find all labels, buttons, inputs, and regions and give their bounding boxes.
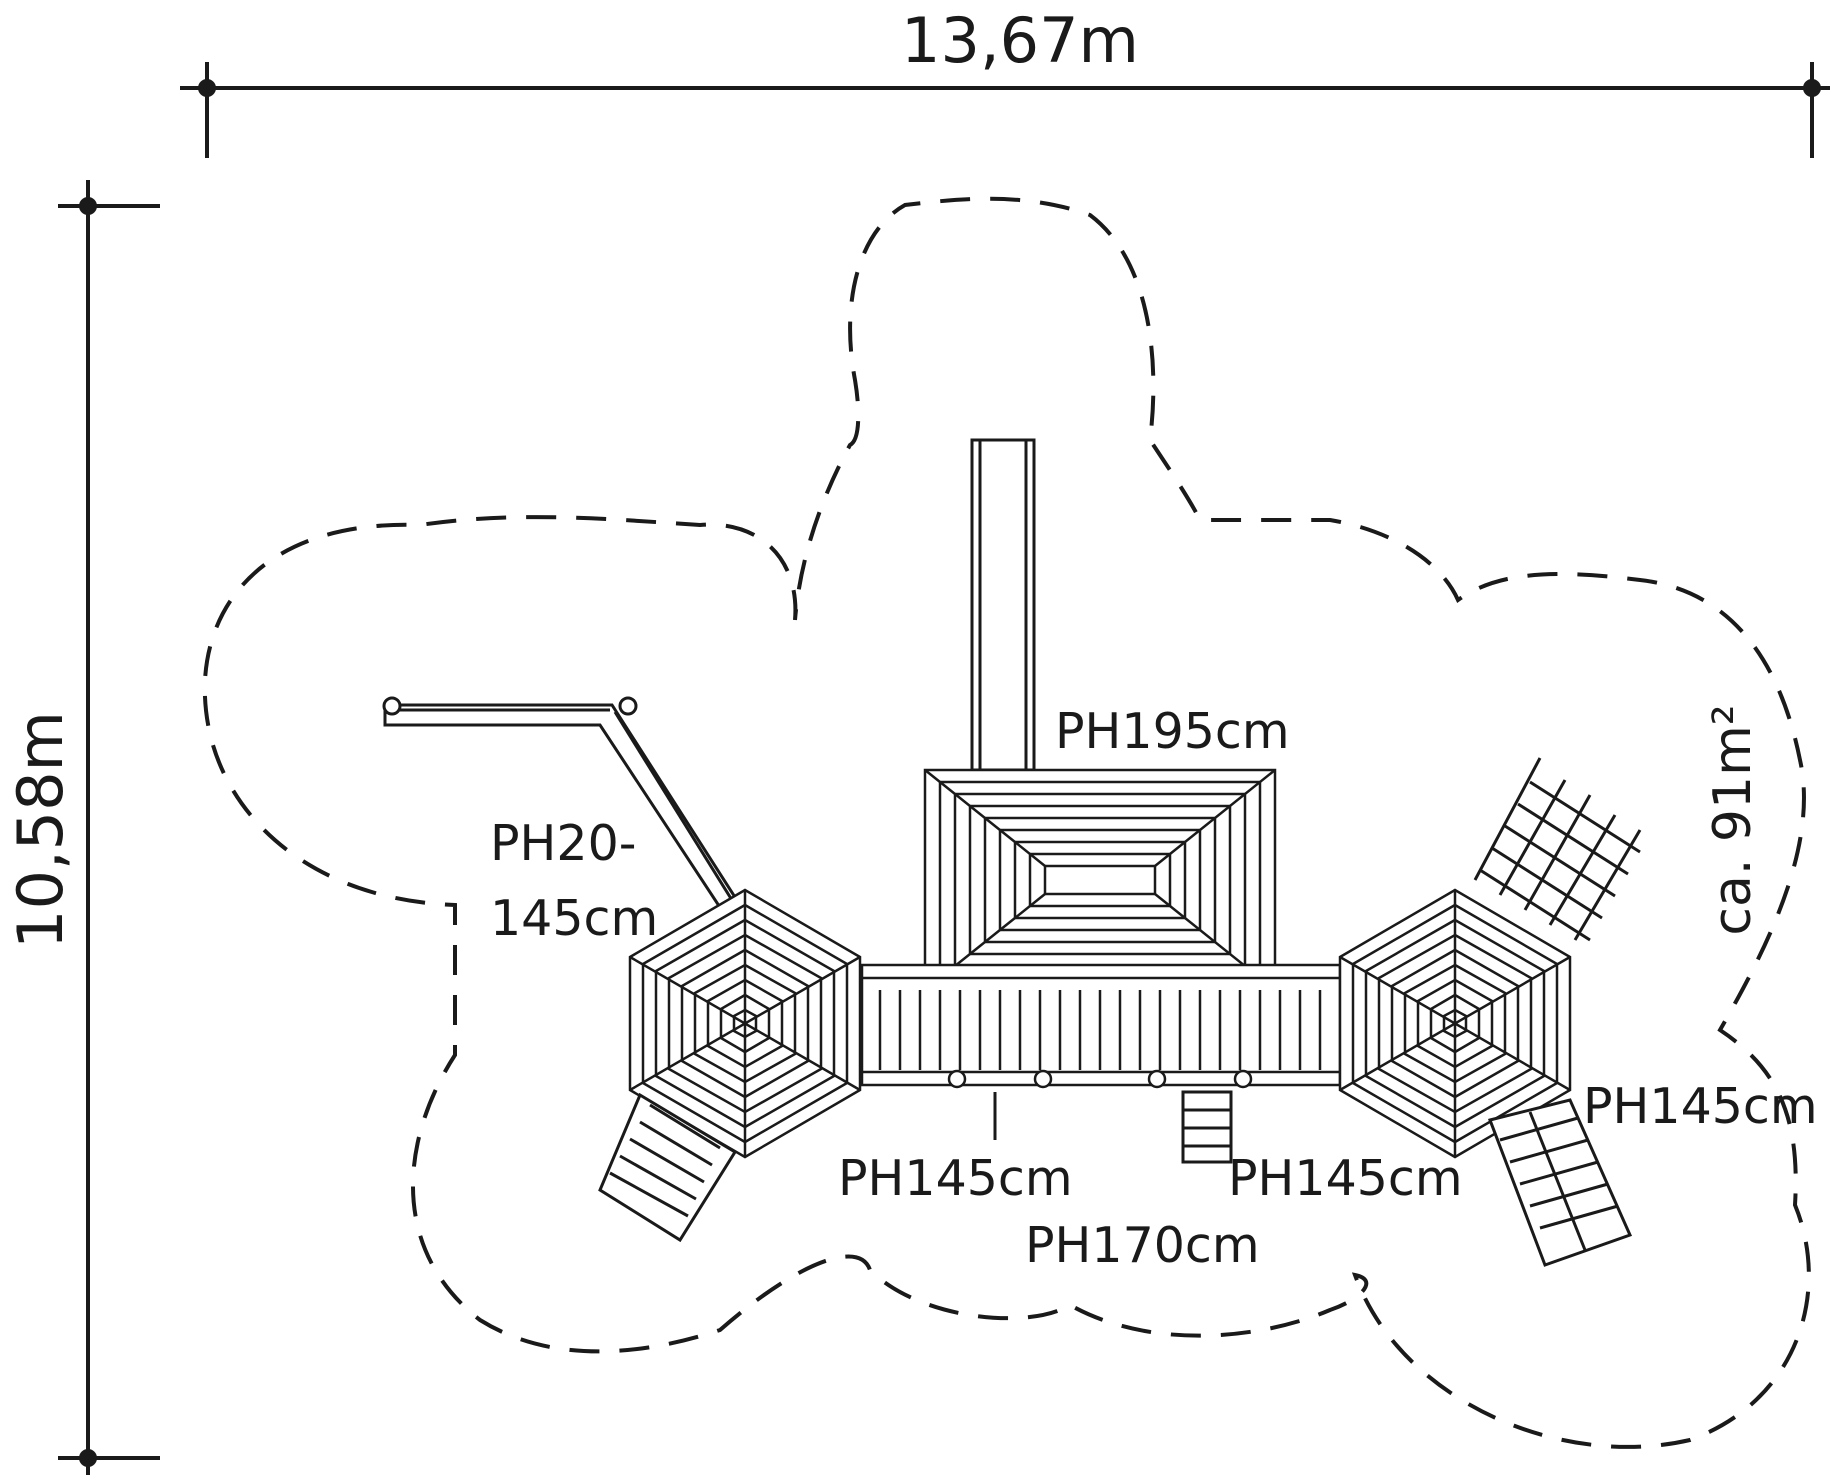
label-top-center-ph: PH195cm <box>1055 703 1290 760</box>
area-label: ca. 91m² <box>1703 704 1763 935</box>
climbing-net <box>1473 757 1642 942</box>
depth-label: 10,58m <box>4 711 77 949</box>
left-hexagonal-tower-roof <box>628 888 862 1159</box>
label-right-ph: PH145cm <box>1583 1078 1818 1135</box>
central-tower-roof <box>923 768 1277 992</box>
straight-slide <box>970 438 1036 772</box>
safety-zone-outline <box>202 196 1811 1449</box>
right-hexagonal-tower-roof <box>1338 888 1572 1159</box>
label-left-ph-line1: PH20- <box>490 815 636 872</box>
label-left-ph-line2: 145cm <box>490 890 658 947</box>
width-dimension <box>180 62 1830 158</box>
small-step-ladder <box>993 1090 1233 1164</box>
label-bottom-mid-ph: PH145cm <box>1228 1150 1463 1207</box>
climbing-bar <box>382 696 743 918</box>
label-bottom-left-ph: PH145cm <box>838 1150 1073 1207</box>
width-label: 13,67m <box>901 4 1139 77</box>
left-ladder <box>598 1092 738 1243</box>
right-ladder <box>1487 1098 1633 1267</box>
label-bottom-center-ph: PH170cm <box>1025 1217 1260 1274</box>
depth-dimension <box>58 180 160 1475</box>
connecting-deck <box>860 963 1342 1089</box>
